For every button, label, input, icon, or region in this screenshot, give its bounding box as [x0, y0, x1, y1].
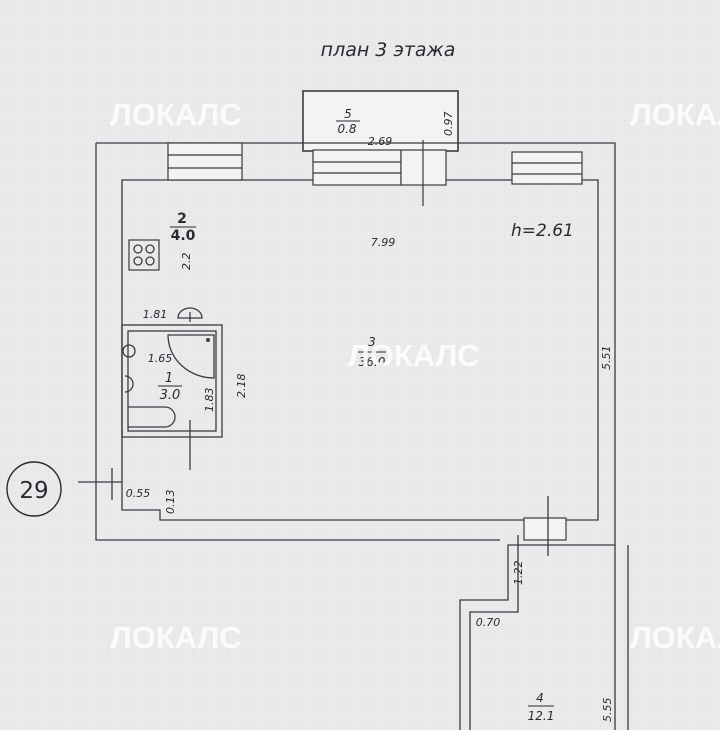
dim-balcony-depth: 0.97	[442, 112, 455, 137]
watermark-bottom-right: ЛОКАЛС	[630, 620, 720, 655]
sink-icon	[122, 344, 136, 358]
apartment-number: 29	[19, 478, 48, 504]
dim-corridor-offset: 0.70	[476, 616, 501, 629]
dim-kitchen-depth: 2.2	[180, 253, 193, 271]
watermark-center: ЛОКАЛС	[348, 338, 480, 373]
watermark-bottom-left: ЛОКАЛС	[110, 620, 242, 655]
dim-corridor-depth: 5.55	[601, 698, 614, 723]
balcony-outline	[302, 90, 459, 152]
room-1-area: 3.0	[160, 388, 181, 403]
window-balcony-door	[400, 140, 447, 206]
dim-bath-height-inner: 1.83	[203, 388, 216, 413]
inner-walls	[121, 179, 599, 521]
dim-main-depth: 5.51	[600, 346, 613, 371]
dim-main-width: 7.99	[371, 236, 396, 249]
room-4-number: 4	[536, 691, 544, 705]
dim-bath-inner: 1.65	[148, 352, 173, 365]
dim-bath-width: 1.81	[143, 308, 168, 321]
bathroom-walls	[121, 324, 223, 438]
dim-balcony-width: 2.69	[368, 135, 393, 148]
window-left	[167, 142, 243, 181]
room-2-area: 4.0	[171, 228, 196, 244]
watermark-top-left: ЛОКАЛС	[110, 97, 242, 132]
room-5-area: 0.8	[337, 122, 356, 136]
dim-wall-step-x: 0.55	[126, 487, 151, 500]
ceiling-height: h=2.61	[511, 221, 574, 241]
room-3-number: 3	[368, 335, 376, 349]
dim-wall-step-y: 0.13	[164, 490, 177, 515]
window-right	[511, 151, 583, 185]
bathroom-inner	[127, 330, 217, 432]
washbasin-icon	[124, 375, 134, 393]
room-2-number: 2	[177, 211, 187, 227]
window-center	[312, 149, 402, 186]
room-3-area: 36.0	[359, 355, 386, 369]
plan-title: план 3 этажа	[321, 39, 456, 61]
stove-icon	[128, 239, 160, 271]
dim-corridor-step: 1.22	[512, 561, 525, 586]
apartment-number-circle	[6, 461, 62, 517]
corridor-walls	[469, 535, 616, 730]
toilet-icon	[128, 406, 176, 428]
corridor-door	[523, 496, 567, 556]
outer-walls	[95, 142, 629, 730]
water-heater-icon	[177, 307, 203, 319]
shower-drain-icon	[206, 338, 210, 342]
room-4-area: 12.1	[528, 709, 555, 723]
shower-tray	[167, 334, 215, 379]
watermark-top-right: ЛОКАЛС	[630, 97, 720, 132]
room-1-number: 1	[165, 371, 173, 386]
dim-bath-height-outer: 2.18	[235, 374, 248, 399]
room-5-number: 5	[344, 107, 352, 121]
